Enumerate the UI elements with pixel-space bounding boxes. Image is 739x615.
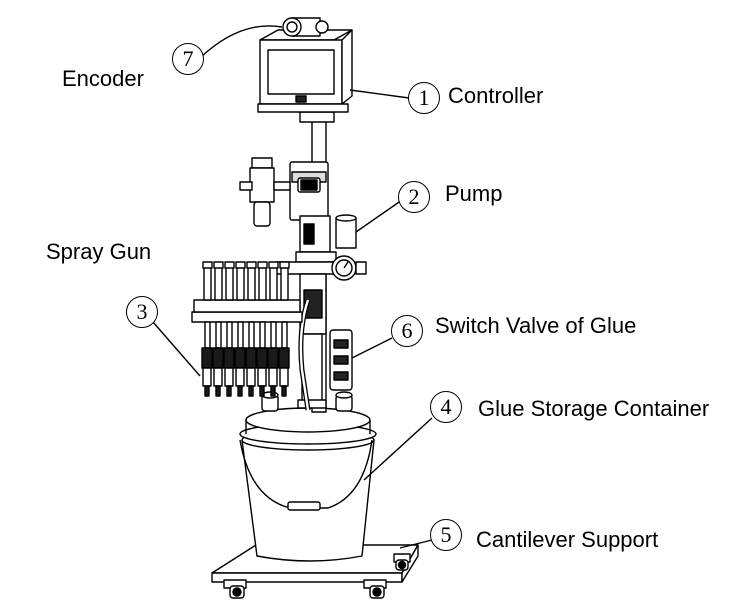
- callout-number-6: 6: [391, 315, 423, 347]
- caster-wheel: [393, 553, 411, 571]
- glue-storage-bucket: [239, 391, 377, 562]
- callout-number-4: 4: [430, 391, 462, 423]
- spray-gun-bank: [201, 261, 290, 397]
- spray-gun-unit: [278, 261, 290, 397]
- spray-gun-unit: [223, 261, 235, 397]
- callout-number-1: 1: [408, 82, 440, 114]
- label-spray-gun: Spray Gun: [46, 239, 152, 264]
- leader-line-3: [152, 321, 201, 377]
- caster-wheel: [223, 579, 247, 599]
- main-column: [239, 111, 367, 413]
- spray-gun-unit: [201, 261, 213, 397]
- callout-number-3: 3: [126, 296, 158, 328]
- label-switch-valve-of-glue: Switch Valve of Glue: [435, 313, 637, 338]
- caster-wheel: [363, 579, 387, 599]
- leader-line-2: [355, 199, 403, 233]
- controller-unit: [257, 29, 353, 113]
- label-pump: Pump: [445, 181, 503, 206]
- spray-gun-unit: [267, 261, 279, 397]
- label-glue-storage-container: Glue Storage Container: [478, 396, 710, 421]
- leader-line-6: [351, 337, 393, 359]
- callout-number-2: 2: [398, 181, 430, 213]
- encoder: [199, 17, 329, 59]
- spray-gun-unit: [212, 261, 224, 397]
- label-controller: Controller: [448, 83, 544, 108]
- spray-gun-unit: [245, 261, 257, 397]
- callout-number-5: 5: [430, 519, 462, 551]
- leader-line-1: [349, 89, 410, 99]
- spray-gun-unit: [256, 261, 268, 397]
- leader-line-4: [363, 417, 433, 481]
- spray-gun-unit: [234, 261, 246, 397]
- label-cantilever-support: Cantilever Support: [476, 527, 659, 552]
- callout-number-7: 7: [172, 43, 204, 75]
- spray-gun-manifold: [191, 299, 303, 323]
- label-encoder: Encoder: [62, 66, 144, 91]
- leader-line-5: [399, 539, 433, 549]
